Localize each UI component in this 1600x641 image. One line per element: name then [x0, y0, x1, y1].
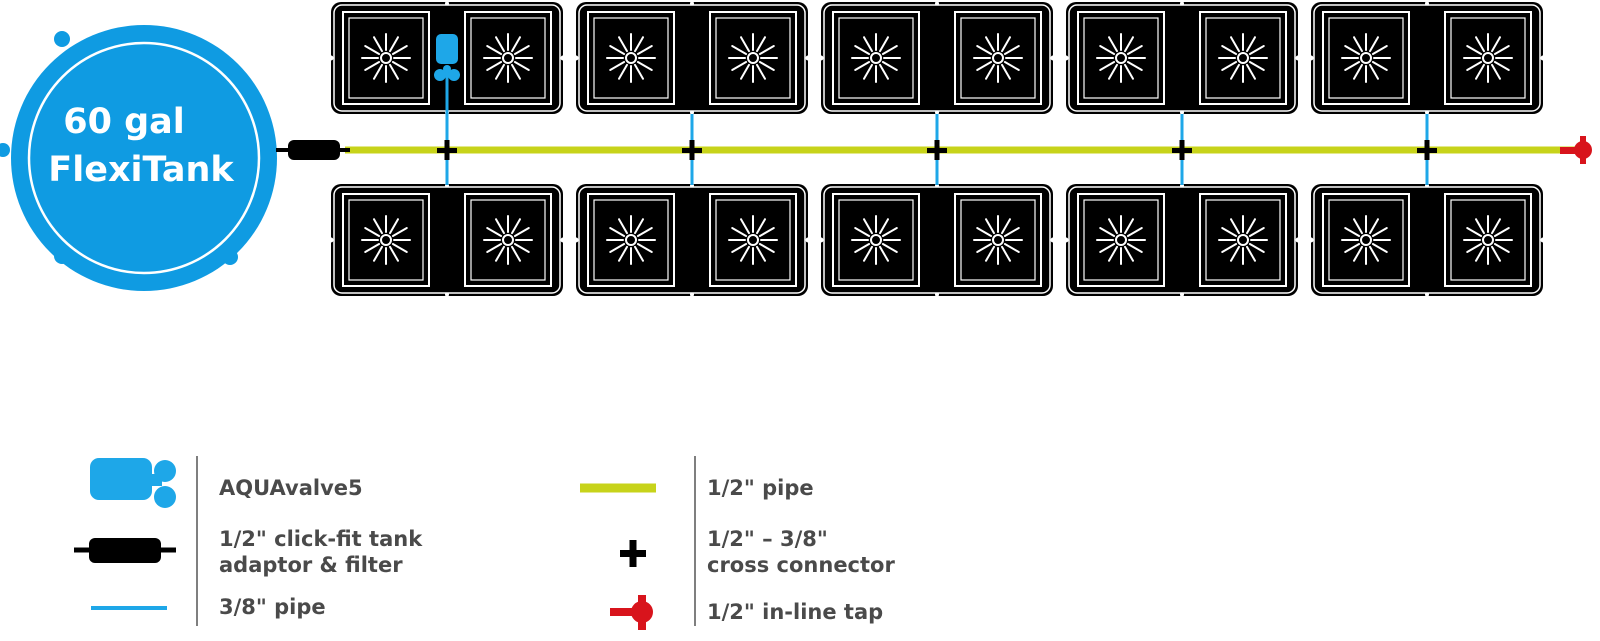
aquavalve-icon — [90, 458, 176, 508]
legend-1-2-pipe-label: 1/2" pipe — [707, 476, 814, 500]
pot — [819, 184, 1056, 297]
inline-tap-icon — [610, 595, 653, 630]
flexitank: 60 gal FlexiTank — [0, 25, 277, 291]
legend-tank-adaptor-label: 1/2" click-fit tank adaptor & filter — [219, 527, 423, 577]
pot — [1309, 184, 1546, 297]
pot — [1064, 184, 1301, 297]
tank-adaptor-filter — [276, 140, 350, 160]
pots-top-row — [329, 2, 1546, 115]
pots-bottom-row — [329, 184, 1546, 297]
legend-3-8-pipe-label: 3/8" pipe — [219, 595, 326, 619]
pot — [819, 2, 1056, 115]
legend-inline-tap-label: 1/2" in-line tap — [707, 600, 884, 624]
pot — [1309, 2, 1546, 115]
legend-aquavalve-label: AQUAvalve5 — [219, 476, 363, 500]
pot — [574, 184, 811, 297]
tank-label-line2: FlexiTank — [48, 150, 234, 190]
cross-connectors — [437, 140, 1437, 160]
tank-adaptor-filter-icon — [74, 538, 176, 563]
pot — [329, 184, 566, 297]
pot — [574, 2, 811, 115]
legend-cross-connector-label: 1/2" – 3/8" cross connector — [707, 527, 895, 577]
pot — [1064, 2, 1301, 115]
tank-label-line1: 60 gal — [63, 102, 185, 142]
aquavalve — [434, 34, 460, 81]
inline-tap — [1560, 136, 1592, 164]
cross-connector-icon — [620, 540, 646, 567]
